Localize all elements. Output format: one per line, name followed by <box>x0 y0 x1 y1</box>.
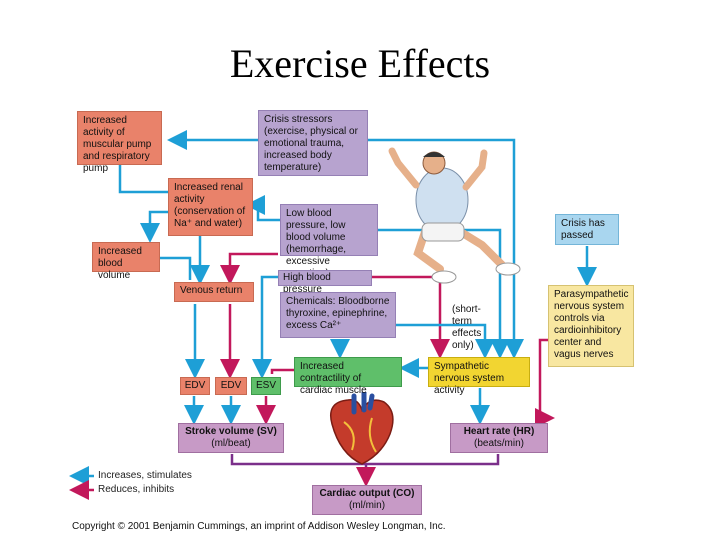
edv-label-2: EDV <box>220 380 242 391</box>
high-blood-pressure-label: High blood pressure <box>283 272 331 295</box>
esv-label: ESV <box>255 380 276 391</box>
venous-return-box: Venous return <box>174 282 254 302</box>
edv-label-1: EDV <box>184 380 206 391</box>
parasympathetic-box: Parasympathetic nervous system controls … <box>548 285 634 367</box>
muscular-pump-label: Increased activity of muscular pump and … <box>83 115 152 174</box>
chemicals-box: Chemicals: Bloodborne thyroxine, epineph… <box>280 292 396 338</box>
crisis-stressors-box: Crisis stressors (exercise, physical or … <box>258 110 368 176</box>
copyright-text: Copyright © 2001 Benjamin Cummings, an i… <box>72 521 446 532</box>
sympathetic-label: Sympathetic nervous system activity <box>434 361 505 396</box>
contractility-label: Increased contractility of cardiac muscl… <box>300 361 367 396</box>
renal-activity-box: Increased renal activity (conservation o… <box>168 178 253 236</box>
heart-rate-unit: (beats/min) <box>473 438 524 449</box>
venous-return-label: Venous return <box>180 285 243 296</box>
legend-increases: Increases, stimulates <box>98 470 192 481</box>
cardiac-output-unit: (ml/min) <box>348 500 386 511</box>
edv-box-1: EDV <box>180 377 210 395</box>
stroke-volume-unit: (ml/beat) <box>211 438 251 449</box>
low-blood-pressure-box: Low blood pressure, low blood volume (he… <box>280 204 378 279</box>
cardiac-output-box: Cardiac output (CO) (ml/min) <box>312 485 422 515</box>
short-term-note: (short-term effects only) <box>452 304 482 351</box>
athlete-illustration <box>388 147 521 284</box>
high-blood-pressure-box: High blood pressure <box>278 270 372 295</box>
legend-reduces: Reduces, inhibits <box>98 484 175 495</box>
cardiac-output-title: Cardiac output (CO) <box>319 488 415 499</box>
crisis-stressors-label: Crisis stressors (exercise, physical or … <box>264 114 358 173</box>
blood-volume-label: Increased blood volume <box>98 246 142 281</box>
stroke-volume-box: Stroke volume (SV) (ml/beat) <box>178 423 284 453</box>
renal-activity-label: Increased renal activity (conservation o… <box>174 182 246 229</box>
crisis-passed-label: Crisis has passed <box>561 218 605 241</box>
blood-volume-box: Increased blood volume <box>92 242 160 281</box>
contractility-box: Increased contractility of cardiac muscl… <box>294 357 402 396</box>
muscular-pump-box: Increased activity of muscular pump and … <box>77 111 162 174</box>
crisis-passed-box: Crisis has passed <box>555 214 619 245</box>
esv-box: ESV <box>251 377 281 395</box>
edv-box-2: EDV <box>215 377 247 395</box>
stroke-volume-title: Stroke volume (SV) <box>185 426 277 437</box>
page-title: Exercise Effects <box>229 41 491 86</box>
parasympathetic-label: Parasympathetic nervous system controls … <box>554 289 629 360</box>
heart-rate-title: Heart rate (HR) <box>463 426 535 437</box>
heart-rate-box: Heart rate (HR) (beats/min) <box>450 423 548 453</box>
sympathetic-box: Sympathetic nervous system activity <box>428 357 530 396</box>
chemicals-label: Chemicals: Bloodborne thyroxine, epineph… <box>286 296 390 331</box>
heart-illustration <box>330 392 394 465</box>
